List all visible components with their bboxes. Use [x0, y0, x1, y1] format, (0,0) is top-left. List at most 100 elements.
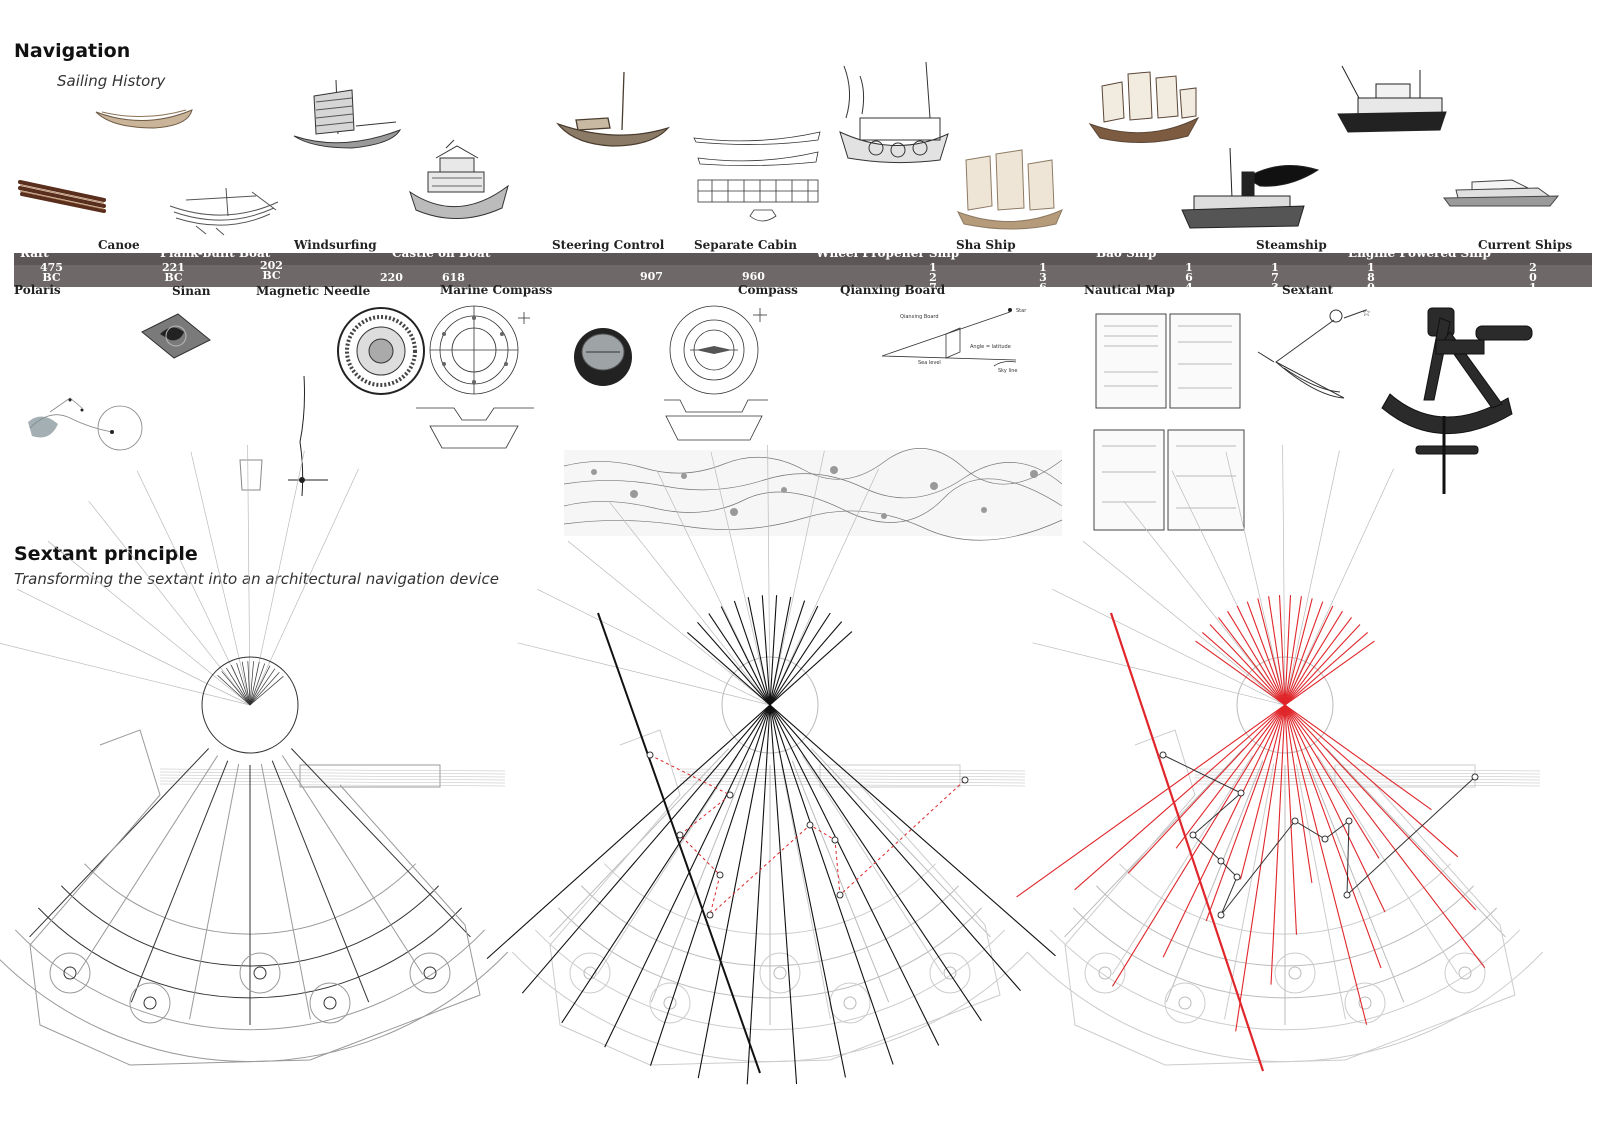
- node-point: [1343, 891, 1351, 899]
- red-projection-line: [1195, 640, 1432, 811]
- telescope-line: [159, 780, 506, 784]
- handle-ring: [1344, 982, 1386, 1024]
- red-projection-line: [1239, 598, 1313, 880]
- handle-ring: [239, 952, 281, 994]
- vessel-label-raft: Raft: [20, 246, 49, 260]
- year-wheel-propeller-ship: 960: [742, 270, 765, 283]
- vessel-label-engine-powered-ship: Engine Powered Ship: [1348, 246, 1491, 260]
- frame-spoke: [1325, 748, 1506, 938]
- frame-spoke: [76, 755, 219, 975]
- projection-line: [697, 596, 792, 1079]
- vessel-label-canoe: Canoe: [98, 238, 140, 252]
- mirror-ray: [249, 663, 266, 706]
- sight-ray: [608, 500, 771, 706]
- compass-photo-illustration: [574, 328, 632, 386]
- node-point: [1189, 831, 1197, 839]
- mirror-ray: [221, 671, 251, 706]
- sight-ray: [710, 451, 771, 706]
- node-point: [1217, 857, 1225, 865]
- qianxing-angle-caption: Angle = latitude: [970, 344, 1011, 350]
- red-projection-line: [1278, 595, 1298, 935]
- projection-line: [733, 600, 894, 1065]
- steering-boat-illustration: [556, 71, 671, 147]
- telescope-line: [1194, 777, 1541, 781]
- frame-spoke: [130, 760, 229, 1003]
- projection-line: [761, 595, 798, 1085]
- handle-pin: [1358, 996, 1372, 1010]
- node-point: [1237, 789, 1245, 797]
- frame-spoke: [650, 760, 749, 1003]
- frame-spoke: [1111, 755, 1254, 975]
- sight-ray: [537, 588, 771, 706]
- node-point: [646, 751, 654, 759]
- sight-ray: [1052, 588, 1286, 706]
- handle-ring: [929, 952, 971, 994]
- telescope-line: [1194, 774, 1541, 778]
- qianxing-sky-caption: Sky line: [998, 368, 1017, 374]
- handle-pin: [253, 966, 267, 980]
- red-projection-line: [1112, 610, 1343, 987]
- frame-outline: [1064, 729, 1516, 1066]
- nautical-map-illustration: [1093, 313, 1245, 531]
- index-mirror-circle: [201, 656, 299, 754]
- handle-pin: [1288, 966, 1302, 980]
- handle-ring: [1164, 982, 1206, 1024]
- node-point: [676, 831, 684, 839]
- year-raft: 475 BC: [40, 261, 63, 284]
- instrument-label-magnetic-needle: Magnetic Needle: [256, 284, 371, 298]
- handle-ring: [759, 952, 801, 994]
- handle-ring: [309, 982, 351, 1024]
- sight-ray: [1225, 451, 1286, 706]
- handle-ring: [49, 952, 91, 994]
- sight-ray: [517, 642, 771, 706]
- sight-ray: [1082, 540, 1286, 706]
- frame-spoke: [1316, 755, 1459, 975]
- handle-pin: [423, 966, 437, 980]
- year-separate-cabin: 907: [640, 270, 663, 283]
- projection-line: [604, 605, 819, 1048]
- frame-spoke: [801, 755, 944, 975]
- sextant-diagram-base: [0, 445, 509, 1066]
- sextant-diagram-red-lines: [1016, 445, 1544, 1072]
- year-plank-built-boat: 221 BC: [162, 261, 185, 284]
- separate-cabin-illustration: [693, 131, 821, 222]
- handle-ring: [569, 952, 611, 994]
- navigation-title: Navigation: [14, 40, 131, 62]
- projection-line: [686, 631, 1056, 957]
- handle-ring: [129, 982, 171, 1024]
- vessel-label-separate-cabin: Separate Cabin: [694, 238, 797, 252]
- sextant-section-subtitle: Transforming the sextant into an archite…: [14, 570, 499, 588]
- red-projection-line: [1209, 624, 1477, 911]
- sight-ray: [1284, 468, 1394, 706]
- frame-spoke: [290, 748, 471, 938]
- telescope-line: [1194, 768, 1541, 772]
- vessel-label-plank-built-boat: Plank-built Boat: [160, 246, 271, 260]
- red-projection-line: [1270, 595, 1292, 985]
- scroll-painting-illustration: [563, 448, 1063, 541]
- mirror-ray: [249, 665, 271, 706]
- frame-spoke: [281, 755, 424, 975]
- year-engine-powered-ship: 1730: [1271, 261, 1279, 304]
- sight-ray: [769, 468, 879, 706]
- node-point: [1159, 751, 1167, 759]
- telescope-line: [1194, 783, 1541, 787]
- node-point: [1471, 773, 1479, 781]
- frame-spoke: [780, 763, 831, 1020]
- magnetic-needle-illustration: [239, 375, 328, 497]
- projection-line: [697, 621, 1021, 992]
- node-connection: [1162, 754, 1476, 916]
- polaris-star-chart-illustration: [28, 397, 143, 451]
- frame-outline: [549, 729, 1001, 1066]
- dashed-connection: [649, 754, 966, 917]
- frame-spoke: [260, 763, 311, 1020]
- steamship-illustration: [1181, 147, 1320, 229]
- marine-compass-ornate-illustration: [337, 307, 425, 395]
- qianxing-sea-caption: Sea level: [918, 360, 941, 366]
- telescope-line: [159, 783, 506, 787]
- mirror-ray: [249, 668, 276, 706]
- canoe-illustration: [95, 109, 193, 129]
- mirror-ray: [236, 662, 251, 706]
- handle-ring: [1274, 952, 1316, 994]
- plank-boat-illustration: [169, 187, 279, 236]
- sight-ray: [17, 588, 251, 706]
